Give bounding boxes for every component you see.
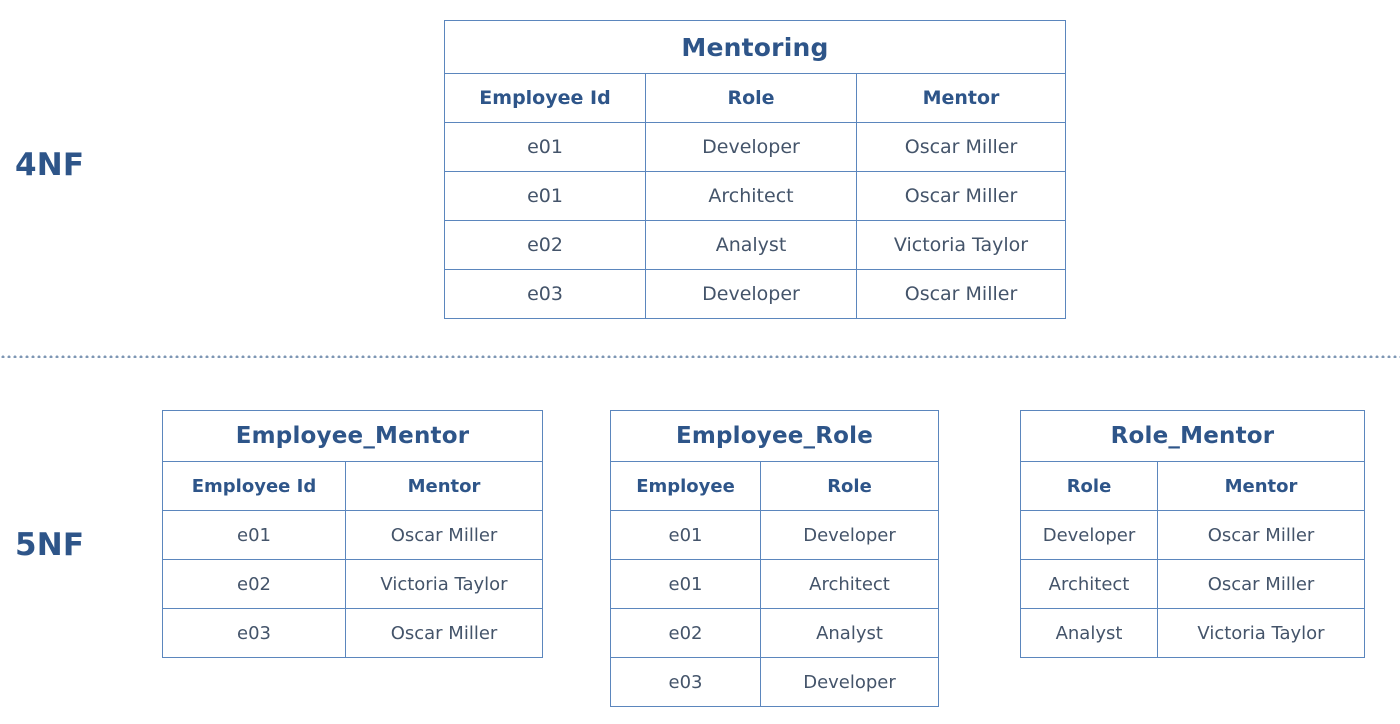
table-row: e03 Oscar Miller <box>162 608 543 658</box>
cell-employee: e03 <box>610 657 761 707</box>
table-header-row: Employee Id Mentor <box>162 461 543 511</box>
table-row: Analyst Victoria Taylor <box>1020 608 1365 658</box>
cell-role: Architect <box>1020 559 1158 609</box>
table-title-row: Employee_Role <box>610 410 939 462</box>
cell-mentor: Victoria Taylor <box>345 559 543 609</box>
table-row: e01 Oscar Miller <box>162 510 543 560</box>
table-header-row: Role Mentor <box>1020 461 1365 511</box>
section-label-5nf: 5NF <box>15 527 85 563</box>
table-row: e02 Victoria Taylor <box>162 559 543 609</box>
cell-employee-id: e03 <box>444 269 646 319</box>
table-row: e01 Architect <box>610 559 939 609</box>
table-row: Developer Oscar Miller <box>1020 510 1365 560</box>
column-header-mentor: Mentor <box>1157 461 1365 511</box>
table-title-mentoring: Mentoring <box>444 20 1066 74</box>
cell-mentor: Oscar Miller <box>856 269 1066 319</box>
table-row: e01 Developer <box>610 510 939 560</box>
cell-employee: e02 <box>610 608 761 658</box>
table-header-row: Employee Role <box>610 461 939 511</box>
table-header-row: Employee Id Role Mentor <box>444 73 1066 123</box>
column-header-role: Role <box>1020 461 1158 511</box>
column-header-employee-id: Employee Id <box>162 461 346 511</box>
column-header-employee: Employee <box>610 461 761 511</box>
cell-employee: e01 <box>610 559 761 609</box>
cell-role: Developer <box>645 122 857 172</box>
table-title-row: Role_Mentor <box>1020 410 1365 462</box>
cell-mentor: Oscar Miller <box>1157 559 1365 609</box>
table-row: e01 Architect Oscar Miller <box>444 171 1066 221</box>
cell-role: Architect <box>645 171 857 221</box>
cell-mentor: Oscar Miller <box>856 122 1066 172</box>
column-header-mentor: Mentor <box>856 73 1066 123</box>
cell-employee-id: e01 <box>162 510 346 560</box>
table-title-row: Employee_Mentor <box>162 410 543 462</box>
cell-role: Developer <box>645 269 857 319</box>
table-row: e01 Developer Oscar Miller <box>444 122 1066 172</box>
cell-employee: e01 <box>610 510 761 560</box>
cell-role: Analyst <box>1020 608 1158 658</box>
table-title-employee-role: Employee_Role <box>610 410 939 462</box>
cell-employee-id: e03 <box>162 608 346 658</box>
column-header-role: Role <box>645 73 857 123</box>
column-header-role: Role <box>760 461 939 511</box>
cell-role: Architect <box>760 559 939 609</box>
cell-role: Analyst <box>645 220 857 270</box>
section-divider <box>0 354 1400 358</box>
column-header-mentor: Mentor <box>345 461 543 511</box>
section-label-4nf: 4NF <box>15 147 85 183</box>
cell-role: Analyst <box>760 608 939 658</box>
cell-role: Developer <box>760 510 939 560</box>
cell-mentor: Oscar Miller <box>345 510 543 560</box>
table-employee-role: Employee_Role Employee Role e01 Develope… <box>610 410 939 707</box>
cell-role: Developer <box>760 657 939 707</box>
cell-employee-id: e02 <box>444 220 646 270</box>
cell-role: Developer <box>1020 510 1158 560</box>
table-title-employee-mentor: Employee_Mentor <box>162 410 543 462</box>
table-role-mentor: Role_Mentor Role Mentor Developer Oscar … <box>1020 410 1365 658</box>
cell-employee-id: e01 <box>444 122 646 172</box>
table-row: e02 Analyst <box>610 608 939 658</box>
table-employee-mentor: Employee_Mentor Employee Id Mentor e01 O… <box>162 410 543 658</box>
table-row: e02 Analyst Victoria Taylor <box>444 220 1066 270</box>
table-mentoring: Mentoring Employee Id Role Mentor e01 De… <box>444 20 1066 319</box>
cell-mentor: Oscar Miller <box>345 608 543 658</box>
cell-mentor: Victoria Taylor <box>856 220 1066 270</box>
table-row: Architect Oscar Miller <box>1020 559 1365 609</box>
table-row: e03 Developer Oscar Miller <box>444 269 1066 319</box>
cell-mentor: Victoria Taylor <box>1157 608 1365 658</box>
table-title-role-mentor: Role_Mentor <box>1020 410 1365 462</box>
cell-employee-id: e01 <box>444 171 646 221</box>
cell-employee-id: e02 <box>162 559 346 609</box>
column-header-employee-id: Employee Id <box>444 73 646 123</box>
cell-mentor: Oscar Miller <box>1157 510 1365 560</box>
cell-mentor: Oscar Miller <box>856 171 1066 221</box>
table-row: e03 Developer <box>610 657 939 707</box>
table-title-row: Mentoring <box>444 20 1066 74</box>
